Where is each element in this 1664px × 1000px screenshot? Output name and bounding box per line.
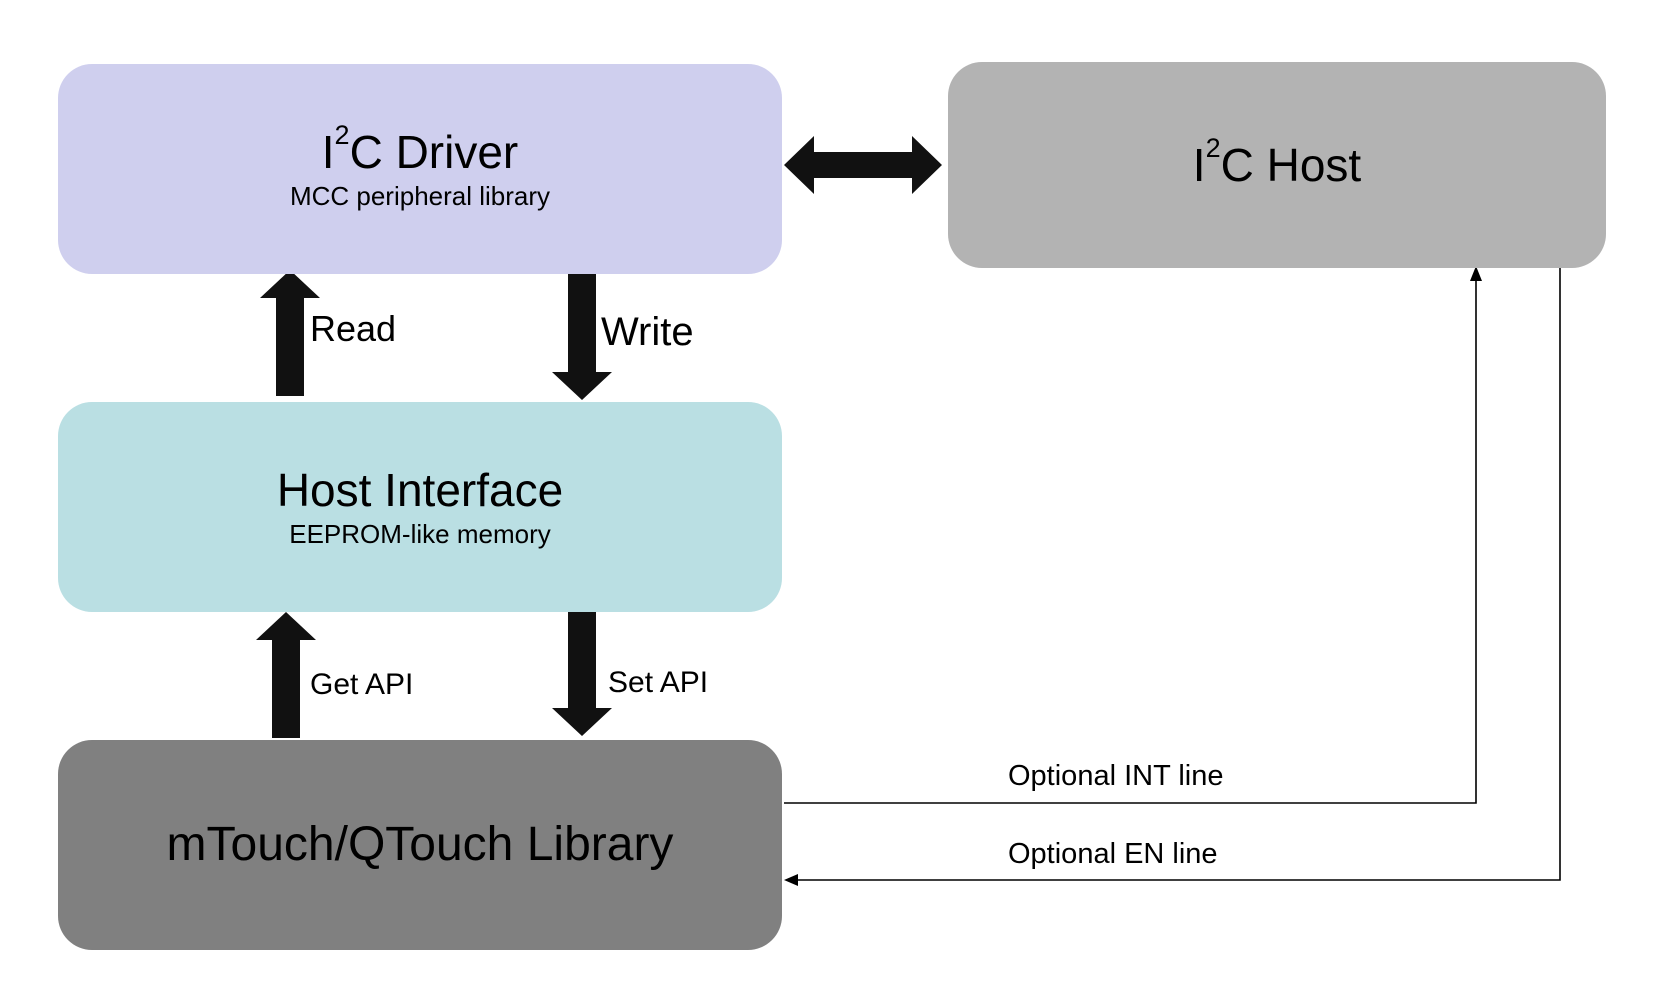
touch-library-title: mTouch/QTouch Library — [166, 818, 674, 871]
i2c-host-block: I2C Host — [948, 62, 1606, 268]
int-line — [784, 276, 1477, 804]
en-line-label: Optional EN line — [1008, 838, 1218, 870]
write-label: Write — [601, 310, 694, 354]
get-api-arrow — [256, 612, 316, 738]
int-line-label: Optional INT line — [1008, 760, 1224, 792]
bidirectional-arrow — [784, 136, 942, 194]
set-api-arrow — [552, 612, 612, 736]
i2c-host-title: I2C Host — [1192, 133, 1362, 192]
int-line-arrowhead — [1470, 266, 1482, 281]
i2c-driver-block: I2C Driver MCC peripheral library — [58, 64, 782, 274]
read-label: Read — [310, 308, 397, 349]
touch-library-block: mTouch/QTouch Library — [58, 740, 782, 950]
read-arrow — [260, 270, 320, 396]
set-api-label: Set API — [608, 666, 709, 699]
host-interface-block: Host Interface EEPROM-like memory — [58, 402, 782, 612]
i2c-driver-title: I2C Driver — [321, 120, 519, 179]
host-interface-title: Host Interface — [276, 464, 564, 516]
i2c-driver-subtitle: MCC peripheral library — [289, 181, 551, 211]
write-arrow — [552, 274, 612, 400]
get-api-label: Get API — [310, 668, 414, 701]
en-line — [796, 266, 1561, 881]
host-interface-subtitle: EEPROM-like memory — [289, 519, 551, 549]
en-line-arrowhead — [784, 874, 798, 886]
